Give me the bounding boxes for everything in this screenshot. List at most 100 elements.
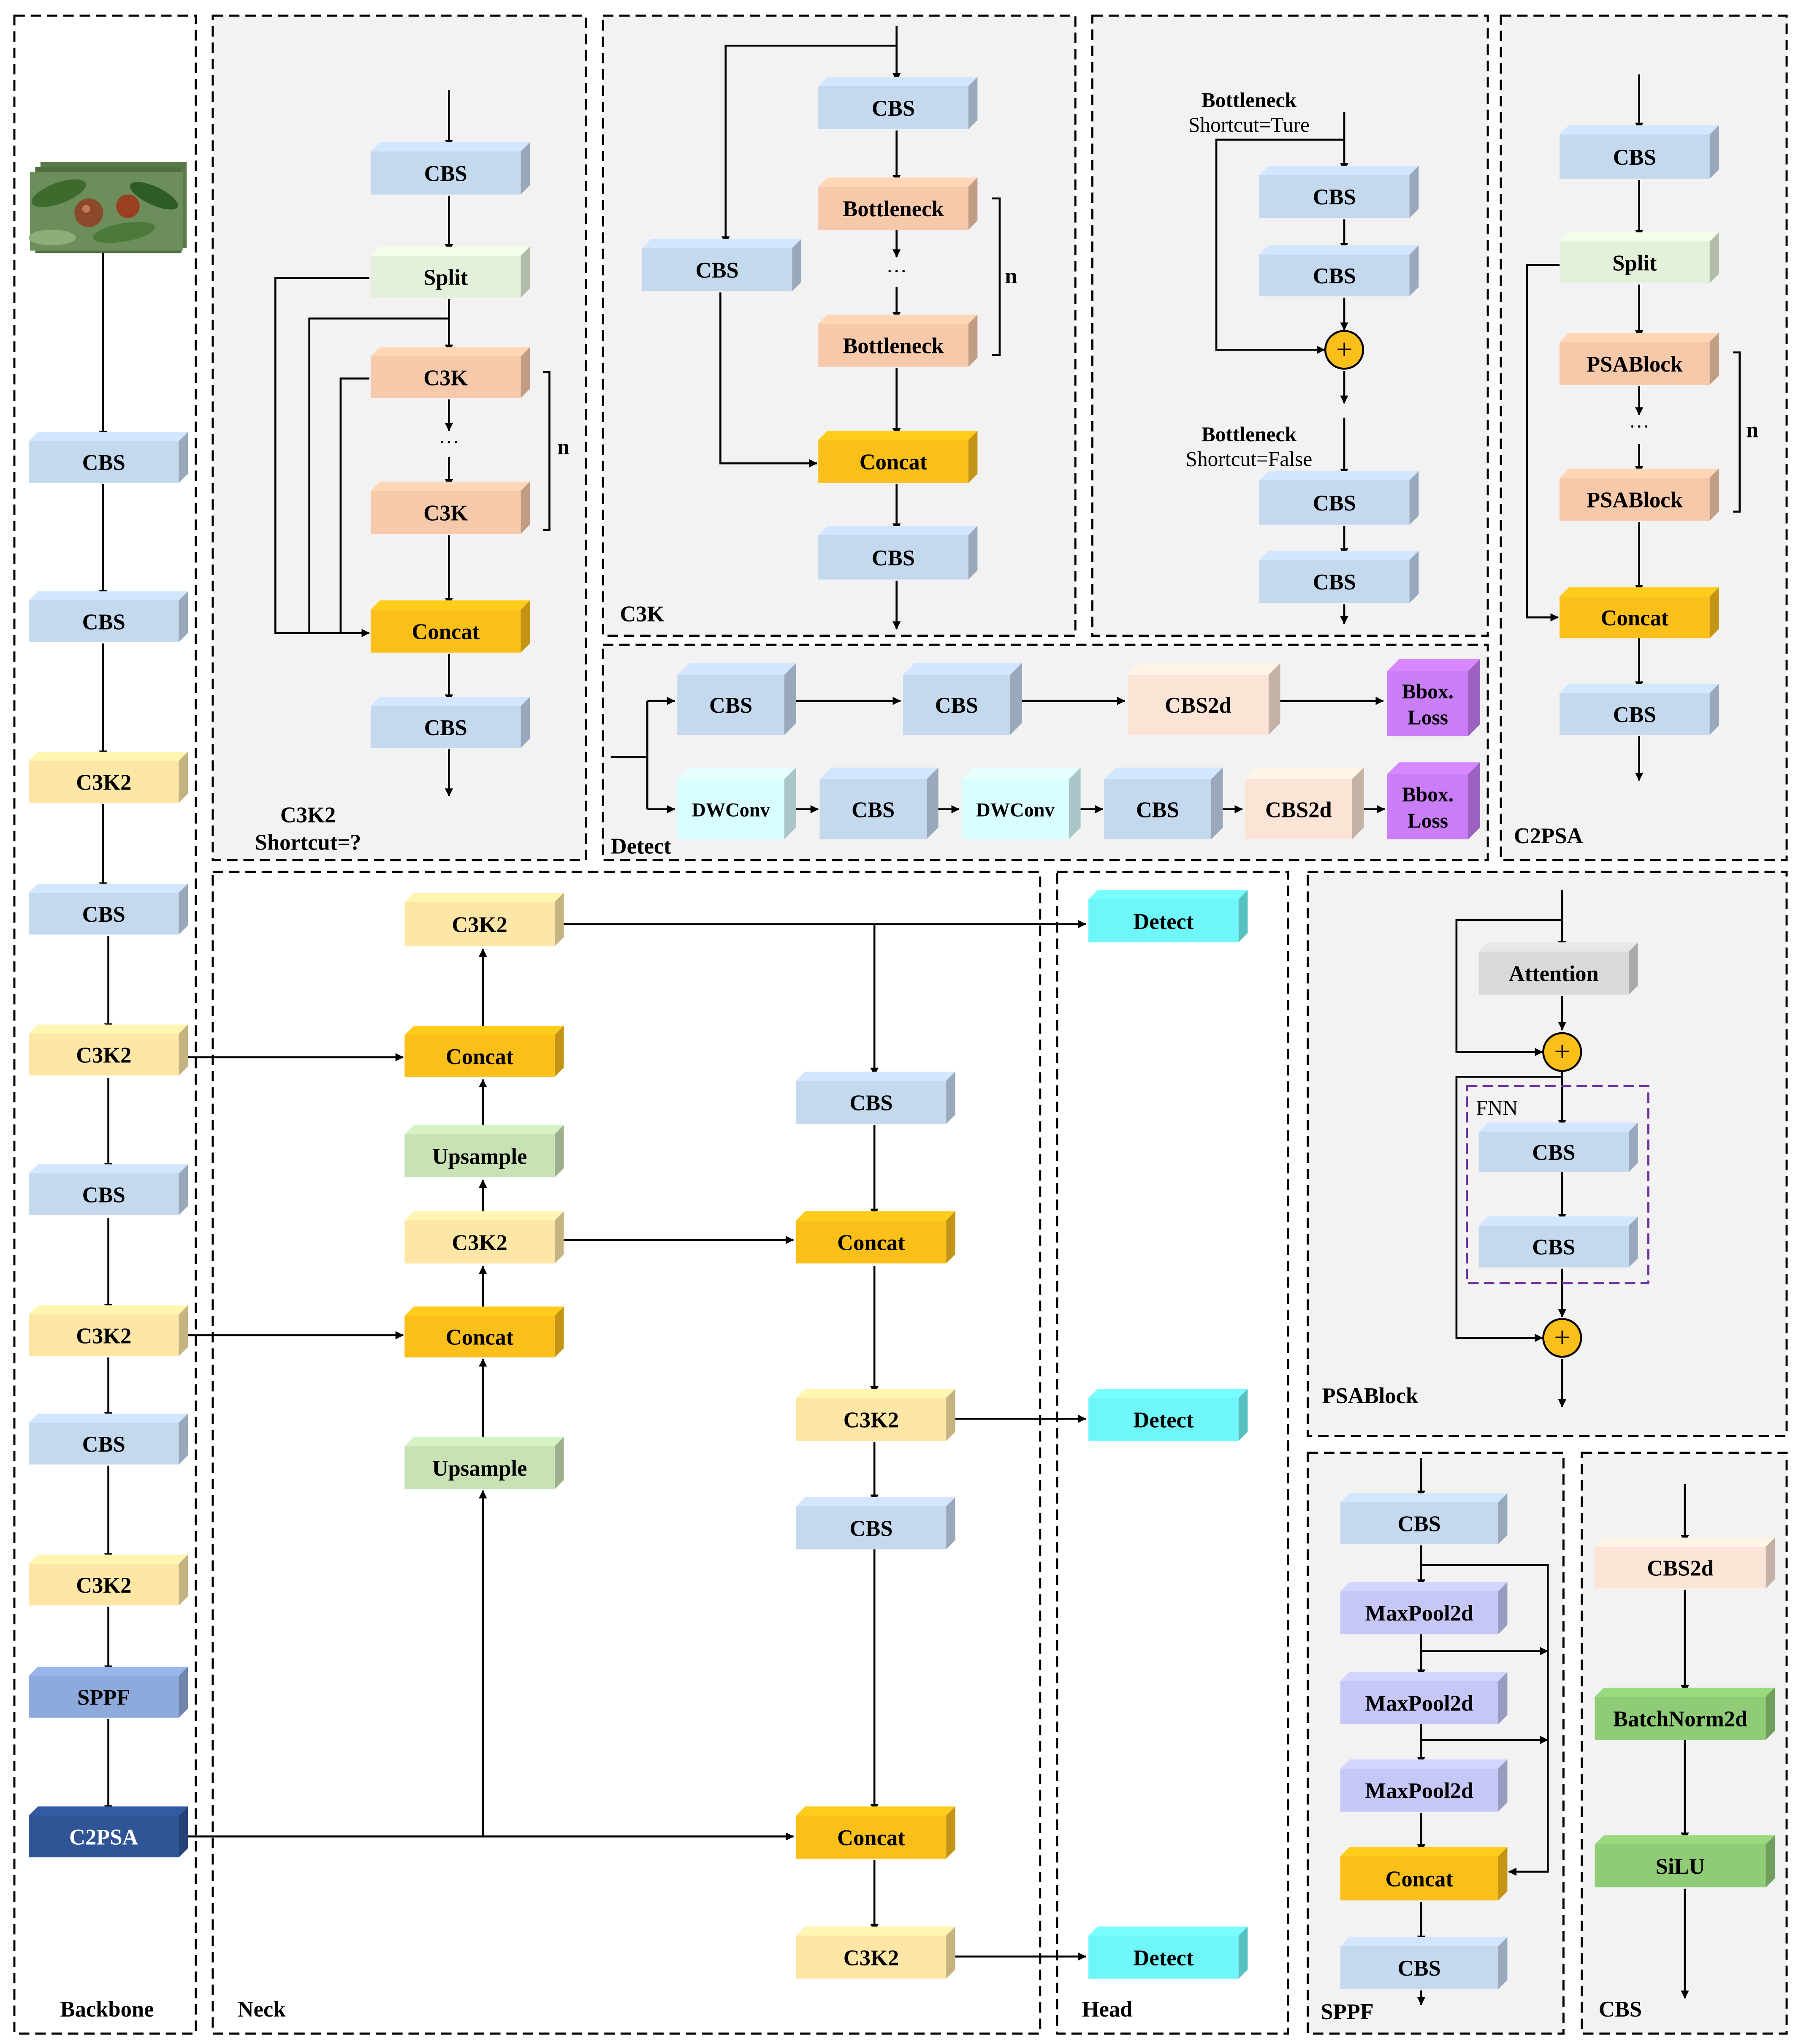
cbs-silu-label: SiLU bbox=[1656, 1854, 1705, 1879]
detect-cbs-3: CBS bbox=[819, 767, 938, 839]
c2psa-split: Split bbox=[1560, 232, 1719, 283]
backbone-c3k2-3-label: C3K2 bbox=[76, 1324, 131, 1348]
c3k2-cbs-1-label: CBS bbox=[424, 162, 467, 186]
c3k2-c3k-2-label: C3K bbox=[423, 501, 468, 525]
detect-cbs-1: CBS bbox=[677, 663, 796, 735]
detect-dwconv-2: DWConv bbox=[962, 767, 1081, 839]
backbone-sppf: SPPF bbox=[29, 1667, 188, 1718]
c3k2-ellipsis: ··· bbox=[439, 430, 459, 453]
head-detect-2: Detect bbox=[1088, 1389, 1248, 1441]
bottleneck-true-title: Bottleneck bbox=[1202, 88, 1297, 111]
c3k-cbs-bottom-label: CBS bbox=[872, 546, 915, 570]
psablock-attention-label: Attention bbox=[1509, 961, 1599, 986]
c3k2-cbs-2: CBS bbox=[370, 697, 530, 748]
c2psa-cbs-2-label: CBS bbox=[1613, 703, 1656, 727]
cbs-batchnorm: BatchNorm2d bbox=[1595, 1688, 1775, 1740]
bottleneck-cbs-2-label: CBS bbox=[1313, 264, 1356, 288]
head-detect-3: Detect bbox=[1088, 1926, 1248, 1979]
backbone-c3k2-2-label: C3K2 bbox=[76, 1043, 131, 1068]
backbone-title: Backbone bbox=[60, 1997, 154, 2022]
panel-titles: Backbone Neck Head C3K2 Shortcut=? C3K D… bbox=[60, 602, 1642, 2024]
neck-concat-4: Concat bbox=[796, 1806, 955, 1859]
neck-concat-1: Concat bbox=[404, 1026, 564, 1077]
c3k-n-label: n bbox=[1005, 264, 1017, 288]
c3k-bottleneck-1: Bottleneck bbox=[818, 177, 978, 230]
misc-labels: ··· ··· ··· n n n bbox=[439, 259, 1759, 459]
c2psa-psablock-2-label: PSABlock bbox=[1587, 488, 1683, 512]
c2psa-psablock-2: PSABlock bbox=[1560, 468, 1719, 521]
neck-c3k2-mid: C3K2 bbox=[404, 1211, 564, 1264]
head-panel bbox=[1056, 871, 1289, 2035]
c2psa-cbs-1-label: CBS bbox=[1613, 145, 1656, 170]
svg-text:+: + bbox=[1554, 1321, 1570, 1353]
c3k-bottleneck-2: Bottleneck bbox=[818, 315, 978, 367]
fnn-group bbox=[1466, 1085, 1649, 1284]
detect-cbs-1-label: CBS bbox=[709, 693, 752, 718]
neck-c3k2-mid-label: C3K2 bbox=[452, 1230, 507, 1255]
c3k2-split-label: Split bbox=[423, 265, 468, 290]
bottleneck-cbs-2: CBS bbox=[1259, 245, 1419, 296]
c2psa-n-label: n bbox=[1746, 418, 1758, 442]
bottleneck-cbs-1-label: CBS bbox=[1313, 185, 1356, 209]
detect-cbs-2: CBS bbox=[903, 663, 1022, 735]
backbone-c3k2-3: C3K2 bbox=[29, 1305, 188, 1356]
sppf-cbs-1: CBS bbox=[1340, 1493, 1508, 1545]
bottleneck-titles: Bottleneck Shortcut=Ture Bottleneck Shor… bbox=[1185, 88, 1312, 470]
bottleneck-false-title: Bottleneck bbox=[1202, 423, 1297, 446]
c3k-cbs-top-label: CBS bbox=[872, 96, 915, 121]
cbs-cbs2d-label: CBS2d bbox=[1647, 1556, 1714, 1581]
backbone-c3k2-1: C3K2 bbox=[29, 752, 188, 803]
fnn-label: FNN bbox=[1476, 1096, 1518, 1119]
sppf-concat-label: Concat bbox=[1386, 1867, 1454, 1891]
c3k-cbs-side: CBS bbox=[642, 239, 802, 291]
c3k2-title: C3K2 bbox=[280, 803, 336, 828]
add-circles: + + + bbox=[1324, 330, 1582, 1358]
c3k-concat-label: Concat bbox=[860, 450, 928, 475]
cbs-batchnorm-label: BatchNorm2d bbox=[1613, 1707, 1747, 1732]
sppf-maxpool-3: MaxPool2d bbox=[1340, 1759, 1508, 1812]
sppf-cbs-2: CBS bbox=[1340, 1937, 1508, 1990]
neck-upsample-2-label: Upsample bbox=[432, 1456, 527, 1481]
sppf-cbs-2-label: CBS bbox=[1398, 1956, 1441, 1981]
backbone-cbs-5: CBS bbox=[29, 1413, 188, 1465]
bottleneck-panel bbox=[1091, 14, 1489, 637]
c3k2-concat: Concat bbox=[370, 600, 530, 653]
c2psa-cbs-1: CBS bbox=[1560, 125, 1719, 179]
detect-bbox-loss-2-label-1: Bbox. bbox=[1402, 783, 1454, 806]
c3k2-c3k-1-label: C3K bbox=[423, 366, 468, 390]
c3k-bottleneck-1-label: Bottleneck bbox=[843, 197, 944, 221]
c3k2-cbs-2-label: CBS bbox=[424, 716, 467, 740]
bottleneck-add-icon: + bbox=[1324, 330, 1364, 370]
detect-cbs-3-label: CBS bbox=[852, 798, 895, 822]
c3k2-split: Split bbox=[370, 247, 530, 298]
c2psa-psablock-1-label: PSABlock bbox=[1587, 352, 1683, 377]
neck-cbs-2-label: CBS bbox=[849, 1516, 892, 1541]
detect-cbs-2-label: CBS bbox=[935, 693, 978, 718]
c3k2-n-label: n bbox=[557, 435, 570, 459]
detect-title: Detect bbox=[611, 834, 671, 859]
neck-c3k2-r2: C3K2 bbox=[796, 1926, 955, 1979]
detect-bbox-loss-2: Bbox.Loss bbox=[1387, 762, 1480, 839]
backbone-panel bbox=[13, 14, 197, 2035]
psablock-fnn-cbs-2: CBS bbox=[1478, 1216, 1638, 1268]
psablock-add-icon-2: + bbox=[1542, 1318, 1582, 1358]
head-detect-1-label: Detect bbox=[1133, 909, 1193, 934]
neck-panel bbox=[212, 871, 1042, 2035]
neck-c3k2-r1: C3K2 bbox=[796, 1389, 955, 1441]
neck-c3k2-top: C3K2 bbox=[404, 893, 564, 947]
neck-cbs-2: CBS bbox=[796, 1497, 955, 1550]
backbone-cbs-1: CBS bbox=[29, 432, 188, 483]
c3k-cbs-bottom: CBS bbox=[818, 526, 978, 580]
neck-concat-3: Concat bbox=[796, 1211, 955, 1264]
c2psa-concat-label: Concat bbox=[1601, 606, 1669, 630]
svg-text:+: + bbox=[1336, 333, 1352, 365]
neck-concat-3-label: Concat bbox=[837, 1230, 905, 1255]
detect-cbs2d-1: CBS2d bbox=[1127, 663, 1280, 735]
neck-cbs-1: CBS bbox=[796, 1071, 955, 1124]
bottleneck-false-sub: Shortcut=False bbox=[1185, 448, 1312, 471]
backbone-cbs-4-label: CBS bbox=[82, 1183, 125, 1207]
c3k-concat: Concat bbox=[818, 431, 978, 483]
psablock-fnn-cbs-1: CBS bbox=[1478, 1122, 1638, 1172]
head-detect-1: Detect bbox=[1088, 890, 1248, 942]
backbone-cbs-4: CBS bbox=[29, 1164, 188, 1216]
